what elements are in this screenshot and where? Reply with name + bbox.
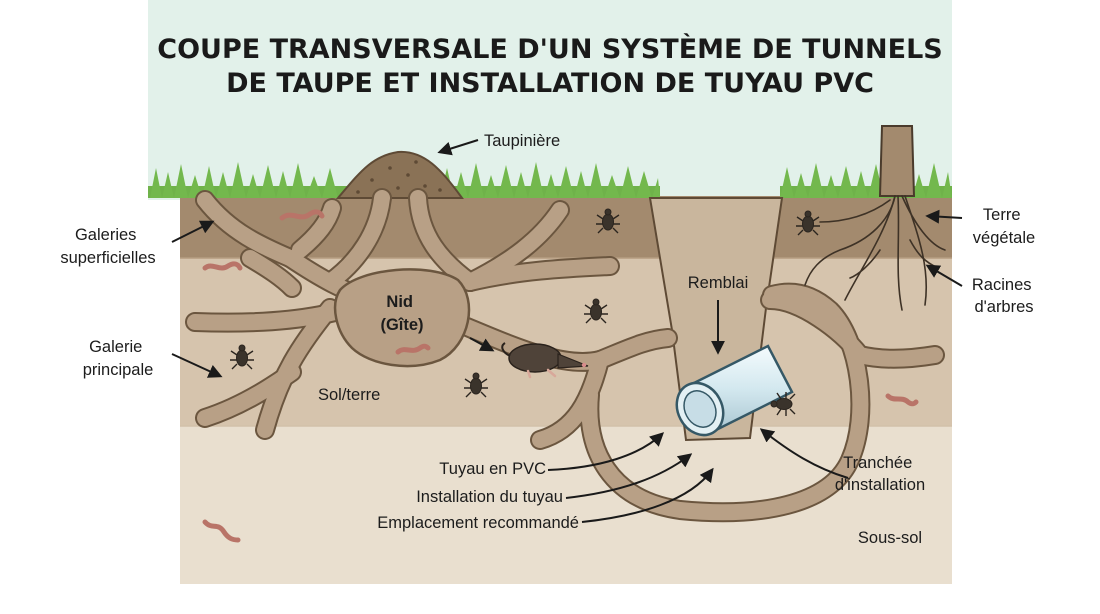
sky-background	[148, 0, 952, 200]
label-galerie-principale: Galerie principale	[83, 338, 154, 379]
worm-icon	[202, 209, 919, 543]
label-galeries-superficielles: Galeries superficielles	[60, 226, 155, 267]
beetle-icon	[230, 208, 820, 416]
label-taupiniere: Taupinière	[484, 132, 560, 150]
molehill	[335, 150, 464, 199]
tree-trunk-icon	[878, 125, 916, 197]
label-tuyau-pvc: Tuyau en PVC	[439, 460, 546, 478]
nest-chamber	[333, 268, 471, 368]
label-remblai: Remblai	[688, 274, 749, 292]
label-tranchee: Tranchée d'installation	[835, 454, 925, 494]
label-racines: Racines d'arbres	[972, 276, 1036, 316]
subsoil-layer	[180, 426, 952, 584]
pvc-pipe	[675, 344, 794, 437]
page-title-line-2: DE TAUPE ET INSTALLATION DE TUYAU PVC	[226, 68, 874, 99]
label-sous-sol: Sous-sol	[858, 529, 922, 547]
label-terre-vegetale: Terre végétale	[973, 206, 1035, 247]
tunnel-network	[185, 188, 945, 523]
arrow-icon	[171, 139, 963, 523]
label-installation-tuyau: Installation du tuyau	[416, 488, 563, 506]
label-sol-terre: Sol/terre	[318, 386, 380, 404]
tree-roots	[804, 195, 946, 311]
mole-icon	[501, 342, 589, 379]
label-nid: Nid (Gîte)	[380, 293, 423, 334]
label-emplacement-recommande: Emplacement recommandé	[377, 514, 579, 532]
page-title-line-1: COUPE TRANSVERSALE D'UN SYSTÈME DE TUNNE…	[157, 33, 943, 65]
